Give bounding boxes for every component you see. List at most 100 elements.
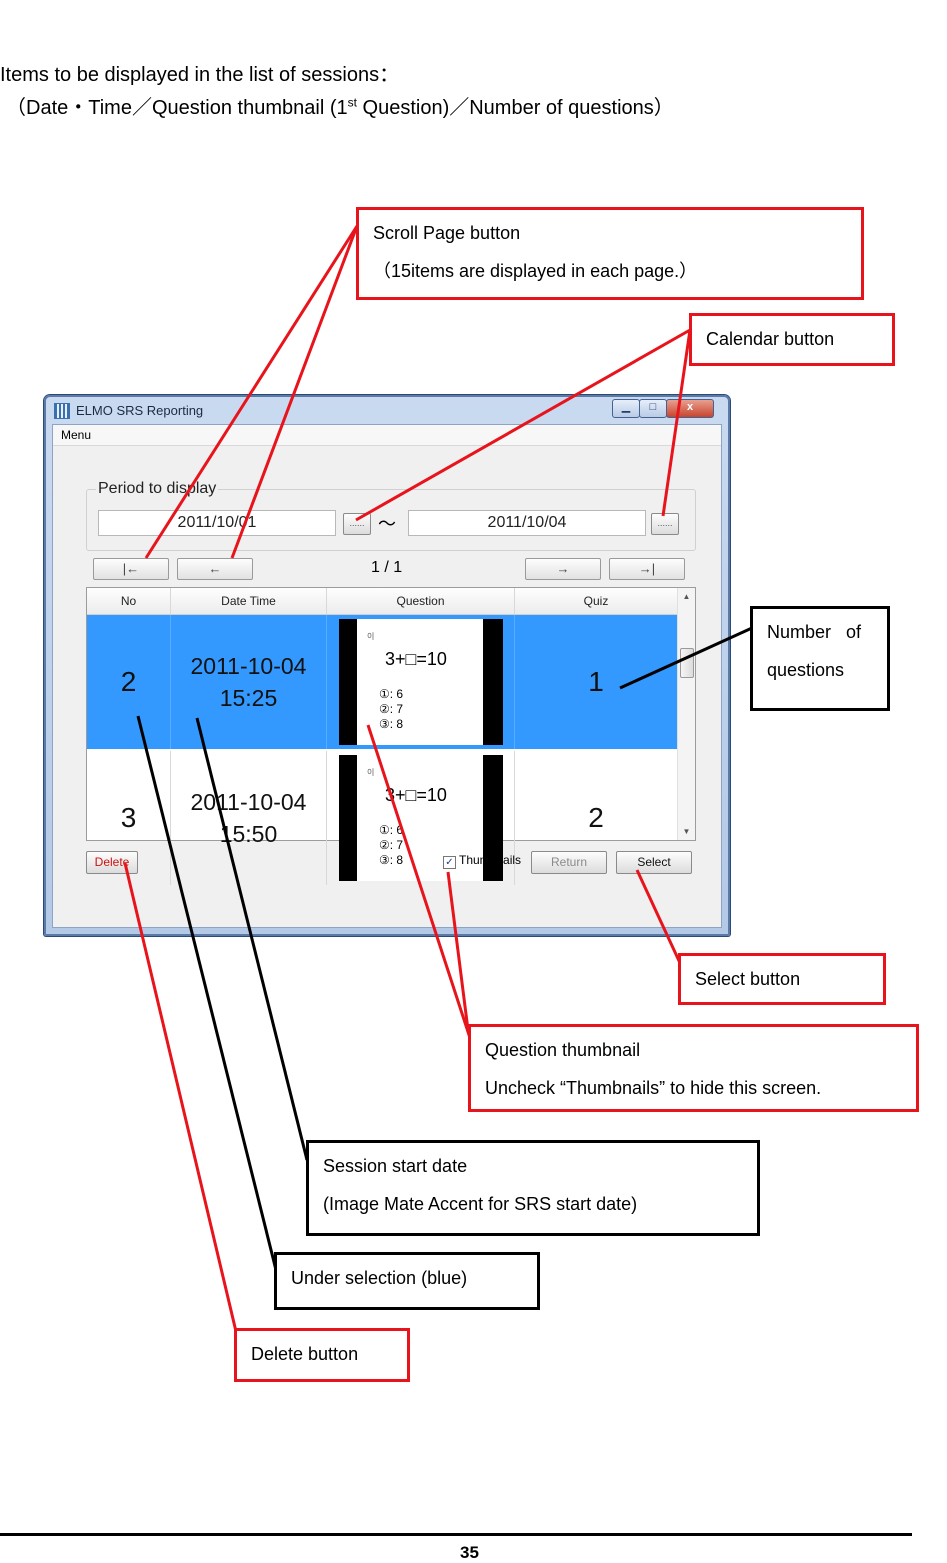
- black-leader-lines: [136, 626, 753, 1271]
- calendar-to-button[interactable]: ......: [651, 513, 679, 535]
- thumbnail-option-2: ②: 7: [379, 702, 404, 716]
- row-date: 2011-10-04: [190, 789, 307, 815]
- window-title: ELMO SRS Reporting: [76, 403, 204, 418]
- app-grid-icon: [54, 403, 70, 419]
- last-page-button[interactable]: →|: [609, 558, 685, 580]
- thumbnails-label: Thumbnails: [459, 853, 522, 867]
- row-quiz-count: 2: [588, 802, 604, 833]
- scroll-up-icon[interactable]: ▲: [682, 592, 691, 601]
- callout-under-selection-text: Under selection (blue): [291, 1268, 468, 1288]
- callout-delete-text: Delete button: [251, 1344, 359, 1364]
- callout-number-of-questions: Number of questions: [750, 606, 890, 711]
- thumbnail-caption: 이: [367, 768, 375, 777]
- callout-numq-line-2: questions: [767, 660, 845, 680]
- thumbnail-caption: 이: [367, 632, 375, 641]
- footer-rule: [0, 1533, 912, 1536]
- intro-line-2-part-1: （Date・Time／Question thumbnail (1: [6, 97, 348, 119]
- callout-select-text: Select button: [695, 969, 801, 989]
- leader-session-start: [195, 717, 309, 1161]
- period-group: [86, 489, 696, 551]
- col-header-question[interactable]: Question: [327, 588, 515, 614]
- menu-item-menu[interactable]: Menu: [61, 428, 92, 442]
- col-header-quiz[interactable]: Quiz: [583, 594, 609, 608]
- leader-select: [635, 869, 682, 964]
- table-row-selected[interactable]: 2 2011-10-04 15:25 이 3+□=10 ①: 6 ②: 7 ③: …: [87, 615, 677, 749]
- question-thumbnail: 이 3+□=10 ①: 6 ②: 7 ③: 8: [339, 619, 503, 745]
- intro-superscript: st: [347, 95, 357, 110]
- callout-calendar: Calendar button: [689, 313, 895, 366]
- intro-line-2-part-2: Question)／Number of questions）: [356, 97, 674, 119]
- thumbnail-option-1: ①: 6: [379, 823, 404, 837]
- leader-thumbnails-checkbox: [446, 871, 470, 1031]
- thumbnail-question: 3+□=10: [385, 649, 447, 669]
- thumbnails-checkbox[interactable]: ✓: [443, 856, 456, 869]
- red-leader-lines: [123, 225, 692, 1341]
- range-separator: ～: [378, 514, 396, 534]
- callout-under-selection: Under selection (blue): [274, 1252, 540, 1310]
- app-window: ELMO SRS Reporting ▁ □ x Menu Period to …: [44, 395, 730, 936]
- cell-quiz: 2: [515, 751, 677, 885]
- cell-no: 2: [87, 615, 171, 749]
- leader-number-of-questions: [619, 626, 753, 690]
- leader-thumbnail: [366, 724, 472, 1039]
- callout-calendar-text: Calendar button: [706, 329, 835, 349]
- date-to-field[interactable]: 2011/10/04: [408, 510, 646, 536]
- cell-datetime: 2011-10-04 15:25: [171, 615, 327, 749]
- leader-scroll-prev: [230, 225, 359, 559]
- intro-line-1: Items to be displayed in the list of ses…: [0, 64, 400, 86]
- return-button[interactable]: Return: [531, 851, 607, 874]
- thumbnail-option-3: ③: 8: [379, 853, 404, 867]
- col-header-no[interactable]: No: [87, 588, 171, 614]
- row-number: 2: [120, 666, 137, 697]
- callout-scroll-title: Scroll Page button: [373, 223, 521, 243]
- row-date: 2011-10-04: [190, 653, 307, 679]
- row-quiz-count: 1: [588, 666, 604, 697]
- window-client-area: Menu Period to display 2011/10/01 ......…: [52, 424, 722, 928]
- date-from-field[interactable]: 2011/10/01: [98, 510, 336, 536]
- leader-scroll-first: [144, 225, 359, 559]
- callout-question-thumbnail: Question thumbnail Uncheck “Thumbnails” …: [468, 1024, 919, 1112]
- thumbnail-slide: 이 3+□=10 ①: 6 ②: 7 ③: 8: [357, 619, 483, 745]
- thumbnail-slide: 이 3+□=10 ①: 6 ②: 7 ③: 8: [357, 755, 483, 881]
- select-button[interactable]: Select: [616, 851, 692, 874]
- callout-delete: Delete button: [234, 1328, 410, 1382]
- cell-question: 이 3+□=10 ①: 6 ②: 7 ③: 8: [327, 751, 515, 885]
- callout-thumbnail-note: Uncheck “Thumbnails” to hide this screen…: [485, 1078, 822, 1098]
- row-number: 3: [120, 802, 137, 833]
- callout-select: Select button: [678, 953, 886, 1005]
- callout-session-title: Session start date: [323, 1156, 468, 1176]
- row-time: 15:25: [219, 685, 278, 711]
- leader-calendar-from: [355, 328, 691, 522]
- callout-scroll-page: Scroll Page button （15items are displaye…: [356, 207, 864, 300]
- maximize-button[interactable]: □: [639, 399, 667, 418]
- callout-numq-line-1: Number of: [767, 622, 862, 642]
- leader-under-selection: [136, 715, 278, 1271]
- col-header-datetime[interactable]: Date Time: [171, 588, 327, 614]
- thumbnail-option-2: ②: 7: [379, 838, 404, 852]
- callout-session-start: Session start date (Image Mate Accent fo…: [306, 1140, 760, 1236]
- calendar-from-button[interactable]: ......: [343, 513, 371, 535]
- callout-scroll-note: （15items are displayed in each page.）: [373, 261, 698, 281]
- thumbnail-question: 3+□=10: [385, 785, 447, 805]
- scroll-down-icon[interactable]: ▼: [682, 827, 691, 836]
- cell-question: 이 3+□=10 ①: 6 ②: 7 ③: 8: [327, 615, 515, 749]
- question-thumbnail: 이 3+□=10 ①: 6 ②: 7 ③: 8: [339, 755, 503, 881]
- leader-delete: [123, 862, 240, 1341]
- thumbnail-option-1: ①: 6: [379, 687, 404, 701]
- intro-line-2: （Date・Time／Question thumbnail (1st Quest…: [6, 91, 674, 120]
- prev-page-button[interactable]: ←: [177, 558, 253, 580]
- next-page-button[interactable]: →: [525, 558, 601, 580]
- callout-session-note: (Image Mate Accent for SRS start date): [323, 1194, 638, 1214]
- first-page-button[interactable]: |←: [93, 558, 169, 580]
- cell-no: 3: [87, 751, 171, 885]
- leader-calendar-to: [661, 329, 692, 517]
- page-number: 35: [460, 1543, 479, 1562]
- callout-thumbnail-title: Question thumbnail: [485, 1040, 641, 1060]
- thumbnail-option-3: ③: 8: [379, 717, 404, 731]
- title-bar: ELMO SRS Reporting ▁ □ x: [46, 397, 728, 423]
- grid-header: No Date Time Question Quiz: [87, 588, 677, 615]
